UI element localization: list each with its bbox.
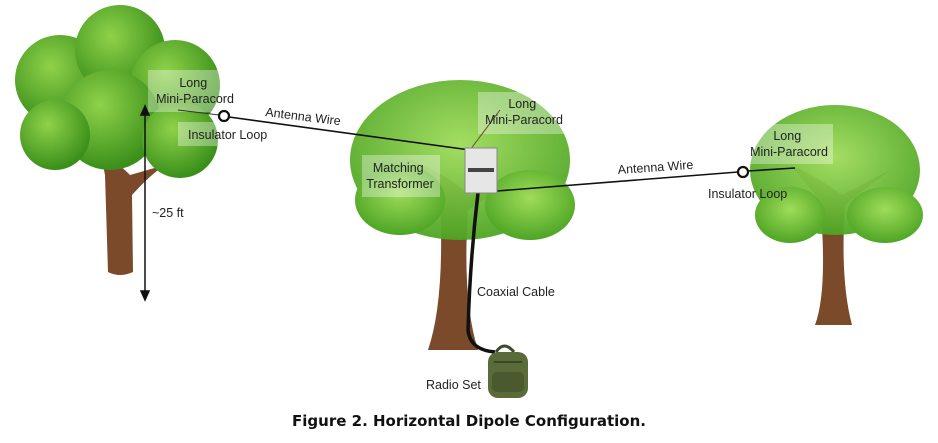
right-tree [750,105,923,325]
left-insulator-icon [217,109,231,123]
left-paracord-label-2: Mini-Paracord [156,92,234,106]
right-insulator-icon [736,165,750,179]
height-arrow [139,104,151,302]
coaxial-cable [466,192,496,354]
center-tree [350,80,575,350]
transformer-label-1: Matching [373,161,424,175]
left-paracord [177,109,220,116]
transformer-label-2: Transformer [366,177,434,191]
svg-text:Long Mini-Paracord: Long Mini-Paracord [156,76,234,106]
right-paracord [747,167,796,172]
height-label: ~25 ft [152,206,184,220]
center-paracord-label-1: Long [508,97,536,111]
right-wire-label: Antenna Wire [617,158,694,177]
right-paracord-label-1: Long [773,129,801,143]
svg-text:Long Mini-Paracord: Long Mini-Paracord [485,97,563,127]
matching-transformer-icon [464,147,498,194]
figure-caption: Figure 2. Horizontal Dipole Configuratio… [292,412,646,430]
radio-set-backpack-icon [488,344,528,398]
right-paracord-label-2: Mini-Paracord [750,145,828,159]
left-paracord-label-1: Long [179,76,207,90]
left-antenna-wire [228,116,471,151]
svg-text:Long Mini-Paracord: Long Mini-Paracord [750,129,828,159]
right-insulator-label: Insulator Loop [708,187,787,201]
left-insulator-label: Insulator Loop [188,128,267,142]
svg-text:Matching Transformer: Matching Transformer [366,161,434,191]
left-wire-label: Antenna Wire [265,105,342,128]
center-paracord-label-2: Mini-Paracord [485,113,563,127]
center-paracord [469,109,501,151]
radio-set-label: Radio Set [426,378,481,392]
coax-label: Coaxial Cable [477,285,555,299]
right-antenna-wire [496,171,739,192]
left-tree [15,5,220,275]
